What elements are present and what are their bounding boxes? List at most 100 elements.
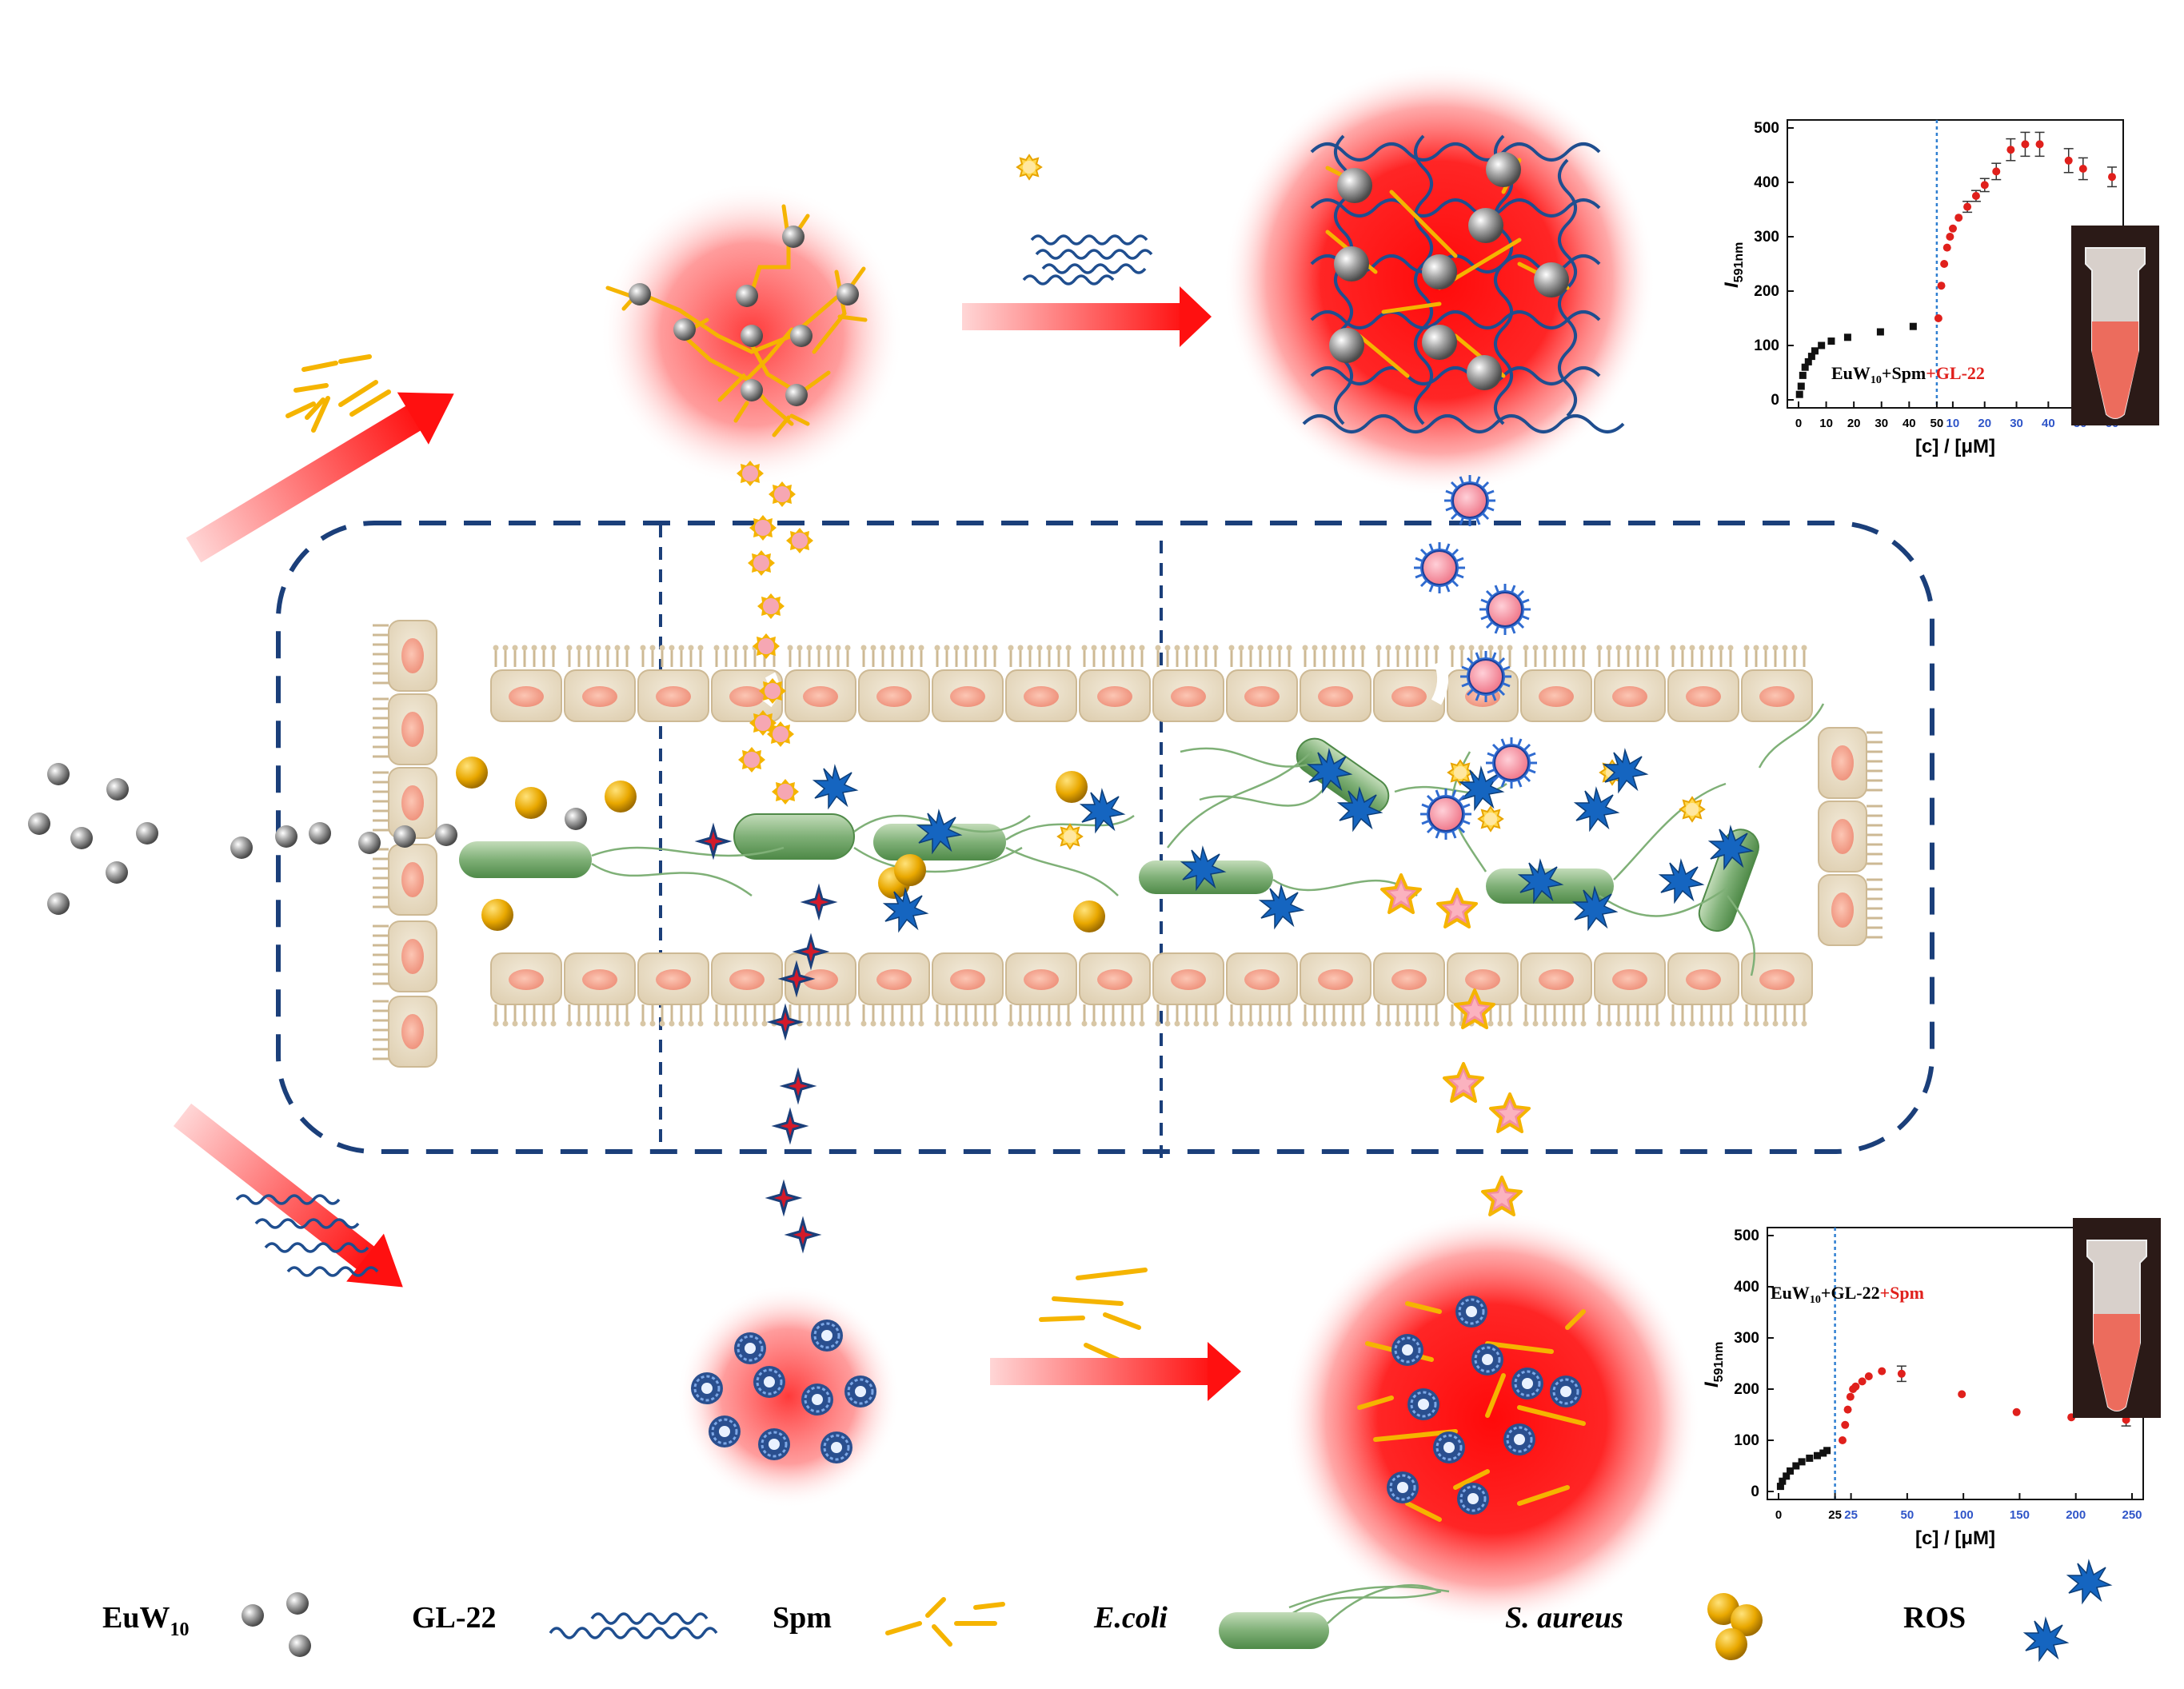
epithelial-cell [490, 952, 562, 1005]
data-point-black [1776, 1483, 1784, 1491]
gl22-strands-lower-left [235, 1194, 379, 1277]
euw10-icon [242, 1592, 311, 1657]
spm-icon [885, 1597, 1005, 1647]
legend-item-euw10: EuW10 [102, 1592, 311, 1657]
epithelial-cell [1152, 952, 1224, 1005]
epithelial-cell [1741, 952, 1813, 1005]
epithelial-cell [1226, 669, 1298, 722]
x-tick-label: 200 [2066, 1508, 2086, 1522]
x-tick-label: 250 [2122, 1508, 2142, 1522]
data-point-red [2108, 173, 2116, 182]
x-tick-label: 0 [1775, 1508, 1782, 1522]
x-tick-label: 25 [1828, 1508, 1842, 1522]
epithelial-cell [637, 669, 709, 722]
spm-coated-bead [749, 710, 777, 736]
data-point-red [1946, 233, 1954, 241]
data-point-black [1807, 353, 1815, 361]
y-tick-label: 0 [1771, 392, 1779, 409]
ecoli-rod [733, 813, 855, 860]
data-point-black [1795, 390, 1803, 398]
spm-fragments-bottom [1039, 1268, 1148, 1364]
data-point-black [1797, 382, 1805, 390]
epithelial-cell [1373, 952, 1445, 1005]
epithelial-cell [1005, 952, 1077, 1005]
data-point-red [1971, 192, 1980, 200]
epithelial-cell [711, 952, 783, 1005]
x-tick-label: 30 [2010, 417, 2023, 430]
data-point-red [1937, 282, 1946, 290]
spm-coated-bead [748, 550, 775, 576]
data-point-red [1858, 1377, 1867, 1386]
data-point-black [1792, 1462, 1800, 1470]
x-tick-label: 100 [1954, 1508, 1974, 1522]
y-tick-label: 200 [1734, 1381, 1759, 1398]
epithelial-cell [388, 920, 437, 992]
epithelial-cell [564, 669, 636, 722]
epithelial-cell [1079, 952, 1151, 1005]
legend: EuW10 GL-22 Spm [102, 1560, 2111, 1661]
epithelial-cell [1594, 669, 1666, 722]
data-point-red [1934, 314, 1942, 322]
chart-annotation: EuW10+GL-22+Spm [1771, 1283, 1924, 1306]
data-point-red [1958, 1390, 1966, 1399]
epithelial-cell [637, 952, 709, 1005]
epithelial-cell [1300, 952, 1371, 1005]
epithelial-cell [1741, 669, 1813, 722]
data-point-red [2012, 1408, 2021, 1416]
data-point-black [1843, 333, 1851, 341]
epithelial-cell [858, 952, 930, 1005]
data-point-red [1942, 243, 1951, 252]
vial-liquid [2092, 321, 2138, 418]
data-point-red [1963, 202, 1972, 211]
data-point-red [1838, 1436, 1847, 1444]
y-tick-label: 300 [1754, 229, 1779, 246]
data-point-black [1819, 1449, 1827, 1457]
legend-item-spm: Spm [773, 1597, 1005, 1647]
epithelial-cell [1520, 952, 1592, 1005]
epithelial-cell [1520, 669, 1592, 722]
data-point-red [1954, 214, 1963, 222]
x-tick-label: 40 [2042, 417, 2055, 430]
epithelium-left-column [373, 620, 437, 1068]
spm-coated-bead [738, 747, 765, 773]
data-point-black [1827, 337, 1835, 345]
spm-coated-bead [767, 721, 794, 747]
epithelial-cell [490, 669, 562, 722]
epithelial-cell [1818, 874, 1867, 946]
spm-gear-top [1016, 154, 1042, 180]
ecoli-icon [1219, 1584, 1450, 1649]
data-point-black [1818, 341, 1826, 349]
x-tick-label: 50 [1930, 417, 1944, 430]
legend-label-euw10: EuW10 [102, 1601, 189, 1640]
pink-star-column [1380, 873, 1531, 1216]
spm-coated-bead [749, 515, 777, 541]
legend-label-ecoli: E.coli [1093, 1601, 1168, 1635]
y-tick-label: 400 [1734, 1279, 1759, 1296]
y-axis-label: I591nm [1701, 1342, 1726, 1388]
arrow-lower-left [173, 1103, 403, 1288]
legend-item-ecoli: E.coli [1093, 1584, 1450, 1649]
data-point-red [2064, 156, 2073, 165]
x-axis-label: [c] / [μM] [1915, 436, 1995, 457]
ecoli-flagella [591, 703, 1825, 976]
x-tick-label: 150 [2010, 1508, 2030, 1522]
data-point-black [1787, 1467, 1795, 1475]
data-point-red [1846, 1392, 1855, 1401]
data-point-red [1864, 1372, 1873, 1380]
data-point-red [1980, 181, 1989, 190]
euw10-gl22-spm-network [1284, 1211, 1700, 1627]
y-tick-label: 100 [1754, 337, 1779, 354]
epithelial-cell [785, 669, 856, 722]
data-point-black [1909, 322, 1917, 330]
y-tick-label: 500 [1754, 120, 1779, 137]
chart-frame [1787, 119, 2124, 409]
legend-item-ros: ROS [1903, 1560, 2111, 1661]
spm-coated-bead [772, 779, 799, 805]
gl22-icon [549, 1612, 718, 1639]
arrow-bottom-middle [990, 1342, 1241, 1401]
x-tick-label: 10 [1946, 417, 1960, 430]
epithelial-cell [388, 693, 437, 765]
euw10-cluster-left [28, 763, 158, 915]
